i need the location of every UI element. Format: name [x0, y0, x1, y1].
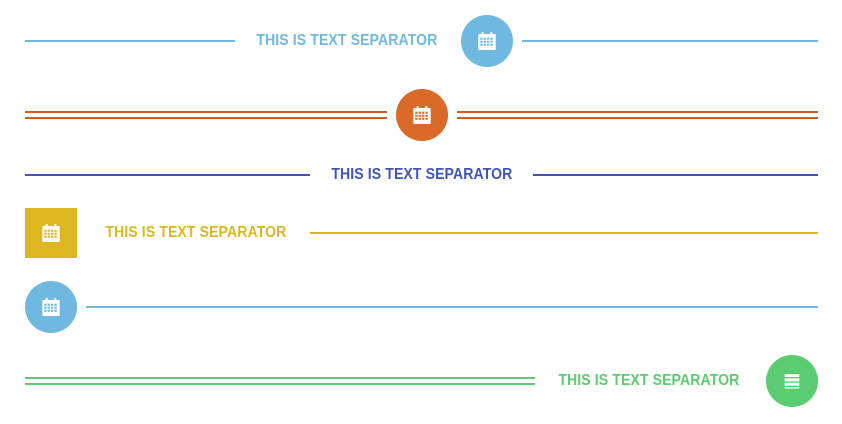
calendar-icon	[476, 30, 498, 52]
separator-label: THIS IS TEXT SEPARATOR	[256, 32, 438, 49]
calendar-icon	[40, 222, 62, 244]
calendar-icon	[40, 296, 62, 318]
separator-text-icon-far-right: THIS IS TEXT SEPARATOR	[25, 355, 818, 407]
separator-icon-badge[interactable]	[395, 89, 448, 141]
separator-label: THIS IS TEXT SEPARATOR	[330, 166, 513, 183]
separator-label: THIS IS TEXT SEPARATOR	[558, 372, 740, 389]
list-lines-icon	[781, 370, 803, 392]
separator-icon-square-left: THIS IS TEXT SEPARATOR	[25, 208, 819, 258]
separator-icon-badge[interactable]	[25, 281, 77, 333]
separator-text-icon-right: THIS IS TEXT SEPARATOR	[25, 15, 818, 67]
separator-icon-badge[interactable]	[766, 355, 818, 407]
separator-text-center: THIS IS TEXT SEPARATOR	[25, 163, 818, 187]
separator-icon-center-double	[25, 89, 818, 141]
separator-icon-circle-left	[25, 281, 818, 333]
calendar-icon	[411, 104, 433, 126]
separator-icon-badge[interactable]	[25, 208, 77, 258]
separator-icon-badge[interactable]	[461, 15, 513, 67]
separator-label: THIS IS TEXT SEPARATOR	[105, 224, 287, 241]
